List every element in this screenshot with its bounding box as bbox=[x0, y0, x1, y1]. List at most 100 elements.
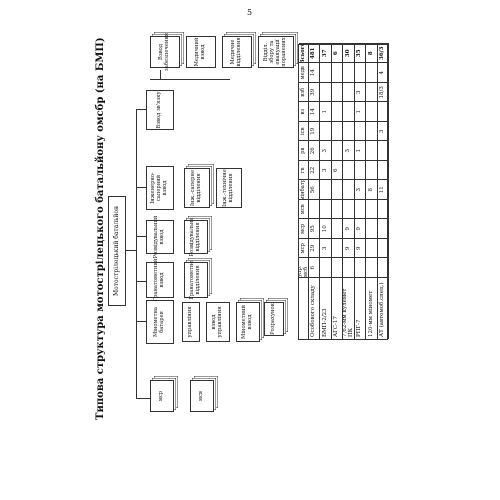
table-cell: 37 bbox=[320, 43, 332, 63]
table-cell bbox=[320, 82, 332, 102]
org-unit-mortar-battery: Мінометна батарея bbox=[146, 300, 174, 344]
org-company: мср bbox=[150, 380, 174, 412]
table-cell: 6 bbox=[331, 43, 344, 63]
table-cell: 1 bbox=[354, 140, 367, 160]
table-cell: 3 bbox=[320, 238, 332, 258]
org-connector bbox=[136, 321, 146, 322]
table-cell bbox=[366, 82, 378, 102]
table-cell: 3 bbox=[320, 160, 332, 180]
page-number: 5 bbox=[247, 8, 253, 17]
table-cell bbox=[331, 179, 344, 199]
table-header: медв bbox=[299, 62, 309, 82]
org-recon-squad: Розвідувальне відділення bbox=[184, 218, 208, 256]
org-mortar-command: управління bbox=[182, 302, 200, 342]
table-header: ісв bbox=[299, 121, 309, 141]
org-supply-platoon: Взвод забезпечення bbox=[150, 33, 180, 71]
table-cell bbox=[331, 199, 344, 219]
table-cell: 3 bbox=[354, 82, 367, 102]
org-mortar-platoon: Мінометний взвод bbox=[236, 302, 260, 342]
org-connector bbox=[136, 236, 146, 237]
table-header: вз bbox=[299, 101, 309, 121]
table-header: мсв bbox=[299, 199, 309, 219]
table-cell bbox=[331, 82, 344, 102]
org-mortar-command-platoon: взвод управління bbox=[206, 302, 230, 342]
table-cell: 9 bbox=[343, 218, 355, 238]
org-connector bbox=[136, 398, 150, 399]
table-cell bbox=[343, 62, 355, 82]
table-cell: 22 bbox=[309, 160, 321, 180]
table-cell: 19 bbox=[309, 121, 321, 141]
table-row-label: 120-мм міномет bbox=[366, 277, 378, 339]
table-cell bbox=[366, 101, 378, 121]
org-evacuation-squad: Відділ. збору та евакуації поранених bbox=[258, 36, 294, 68]
table-cell bbox=[366, 257, 378, 277]
table-header: мінбатр bbox=[299, 179, 309, 199]
table-cell: 11 bbox=[377, 179, 389, 199]
table-cell bbox=[354, 160, 367, 180]
table-row-label: Особового складу bbox=[309, 277, 321, 339]
table-cell bbox=[377, 140, 389, 160]
table-cell: 56 bbox=[309, 179, 321, 199]
table-cell bbox=[354, 62, 367, 82]
table-cell bbox=[366, 140, 378, 160]
org-unit-grenade-platoon: Гранатометний взвод bbox=[146, 259, 174, 301]
table-header: гв bbox=[299, 160, 309, 180]
table-cell: 3 bbox=[377, 121, 389, 141]
table-cell: 14 bbox=[309, 101, 321, 121]
table-cell: 6 bbox=[309, 257, 321, 277]
table-cell: 30 bbox=[343, 43, 355, 63]
table-cell bbox=[366, 62, 378, 82]
table-cell: 3 bbox=[354, 179, 367, 199]
table-cell: 39 bbox=[309, 82, 321, 102]
table-cell: 29 bbox=[309, 238, 321, 258]
table-cell bbox=[366, 238, 378, 258]
org-medical-platoon: Медичний взвод bbox=[186, 36, 216, 68]
table-cell: 14 bbox=[309, 62, 321, 82]
table-header: взб bbox=[299, 82, 309, 102]
table-cell bbox=[320, 257, 332, 277]
table-cell bbox=[343, 82, 355, 102]
org-medical-squad: Медичне відділення bbox=[222, 36, 252, 68]
org-connector bbox=[136, 109, 137, 399]
table-cell bbox=[377, 257, 389, 277]
org-platoon: мсв bbox=[190, 380, 214, 412]
table-cell bbox=[331, 238, 344, 258]
table-cell bbox=[331, 218, 344, 238]
table-cell bbox=[366, 199, 378, 219]
table-cell bbox=[320, 121, 332, 141]
org-root: Мотострілецький батальйон bbox=[108, 196, 126, 306]
table-cell: 26 bbox=[309, 140, 321, 160]
table-row-label: РПГ-7 bbox=[354, 277, 367, 339]
table-cell: 36/3 bbox=[377, 43, 389, 63]
table-cell: 10 bbox=[320, 218, 332, 238]
table-cell: 35 bbox=[354, 43, 367, 63]
table-cell: 3 bbox=[343, 140, 355, 160]
table-row-label: БМП-2/23 bbox=[320, 277, 332, 339]
table-cell: 9 bbox=[354, 218, 367, 238]
table-cell bbox=[366, 160, 378, 180]
table-cell bbox=[366, 218, 378, 238]
org-unit-recon-platoon: Розвідувальний взвод bbox=[146, 216, 174, 258]
org-unit-engineer-platoon: Інженерно-саперний взвод bbox=[146, 166, 174, 210]
table-header: рв bbox=[299, 140, 309, 160]
table-cell bbox=[377, 199, 389, 219]
table-cell: 18/3 bbox=[377, 82, 389, 102]
table-cell: 6 bbox=[331, 160, 344, 180]
table-cell: 4 bbox=[377, 62, 389, 82]
table-cell bbox=[331, 257, 344, 277]
table-cell: 8 bbox=[366, 179, 378, 199]
org-grenade-squad: Гранатометне відділення bbox=[184, 261, 208, 299]
table-cell bbox=[320, 179, 332, 199]
table-cell bbox=[343, 160, 355, 180]
table-cell bbox=[331, 140, 344, 160]
table-header: Всього bbox=[299, 43, 309, 63]
table-row-label: АТ (автомоб.спец.) bbox=[377, 277, 389, 339]
table-cell bbox=[309, 199, 321, 219]
org-connector bbox=[126, 250, 136, 251]
table-cell bbox=[331, 62, 344, 82]
table-header: мср bbox=[299, 218, 309, 238]
org-root-label: Мотострілецький батальйон bbox=[112, 205, 120, 297]
table-cell bbox=[354, 199, 367, 219]
